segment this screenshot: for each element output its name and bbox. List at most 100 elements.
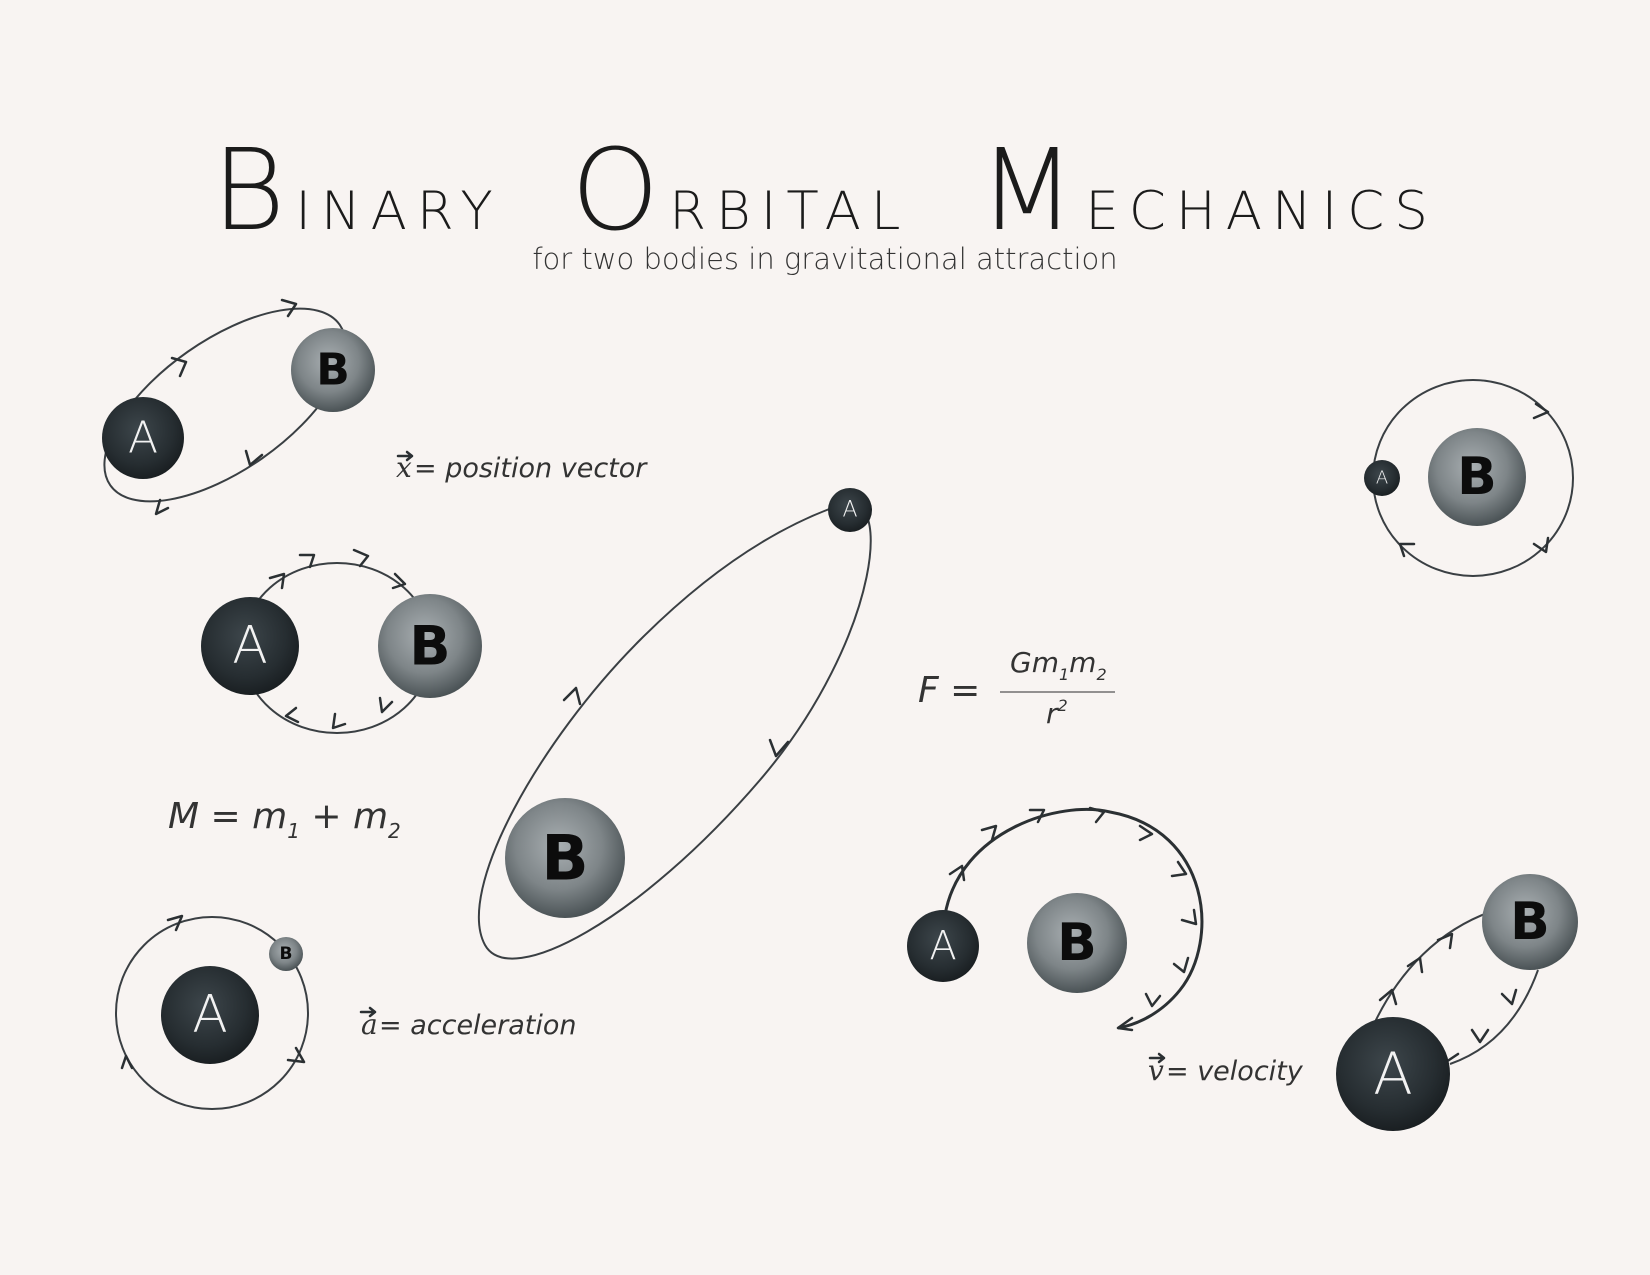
velocity-arrow-icon <box>980 824 998 842</box>
body-a <box>1364 460 1400 496</box>
body-b <box>1027 893 1127 993</box>
svg-text:r2: r2 <box>1046 696 1068 730</box>
orbit-group-small-b: A B <box>115 914 309 1110</box>
orbit-arrow-icon <box>1436 932 1454 950</box>
velocity-arrow-icon <box>948 864 966 882</box>
orbit-arrow-icon <box>170 356 188 378</box>
orbit-arrow-icon <box>1532 402 1550 420</box>
orbit-arrow-icon <box>286 1046 306 1064</box>
orbit-arrow-icon <box>120 1054 134 1070</box>
orbit-arrow-icon <box>166 914 184 932</box>
velocity-arrow-icon <box>1116 1016 1134 1032</box>
body-b-label: B <box>280 944 293 964</box>
orbit-arrow-icon <box>1532 536 1550 554</box>
velocity-arrow-icon <box>1180 908 1198 926</box>
orbit-arrow-icon <box>562 686 582 706</box>
acceleration-label: a = acceleration <box>359 1006 577 1041</box>
page-title: Binary Orbital Mechanics <box>212 126 1438 256</box>
orbit-arrow-icon <box>280 298 298 318</box>
body-a <box>102 397 184 479</box>
orbit-arrow-icon <box>378 696 394 714</box>
orbit-group-small-a: B A <box>1364 379 1574 577</box>
body-a-label: A <box>192 985 228 1045</box>
velocity-arrow-icon <box>1138 824 1154 842</box>
velocity-arrow-icon <box>1172 956 1190 974</box>
body-b-label: B <box>316 345 350 396</box>
svg-text:M = m1 + m2: M = m1 + m2 <box>168 796 401 843</box>
body-a-label: A <box>842 498 857 523</box>
body-b <box>291 328 375 412</box>
orbit-group-eccentric: B A <box>477 488 872 960</box>
vector-arrow-icon <box>396 450 414 462</box>
velocity-label: v = velocity <box>1148 1052 1304 1087</box>
vector-arrow-icon <box>359 1006 377 1018</box>
velocity-arrow-icon <box>1170 860 1188 878</box>
body-a-label: A <box>232 616 268 676</box>
orbit-path <box>1449 969 1539 1065</box>
body-a-label: A <box>1376 468 1388 489</box>
orbit-arrow-icon <box>268 572 286 590</box>
orbit-arrow-icon <box>1378 988 1398 1006</box>
position-vector-label: x = position vector <box>396 450 648 484</box>
orbit-arrow-icon <box>1470 1028 1490 1044</box>
body-b-label: B <box>541 822 588 895</box>
svg-text:Gm1m2: Gm1m2 <box>1010 646 1107 684</box>
orbit-arrow-icon <box>284 706 300 724</box>
mass-plus: + m <box>300 796 388 837</box>
velocity-arrow-icon <box>1028 808 1046 824</box>
force-lhs: F = <box>918 670 980 711</box>
position-symbol: x <box>396 451 412 484</box>
orbit-path <box>103 307 347 503</box>
gravitational-force-equation: F = Gm1m2 r2 <box>918 646 1115 730</box>
mass-sub1: 1 <box>287 819 300 843</box>
orbit-arrow-icon <box>1406 956 1424 974</box>
orbit-group-velocity-arc: A B <box>907 806 1204 1032</box>
acceleration-symbol: a <box>361 1008 378 1041</box>
orbit-arrow-icon <box>391 572 407 590</box>
vector-arrow-icon <box>1148 1052 1166 1064</box>
velocity-symbol: v <box>1148 1054 1164 1087</box>
force-den-sup: 2 <box>1058 696 1068 715</box>
mass-sub2: 2 <box>388 819 401 843</box>
body-b <box>505 798 625 918</box>
orbit-arrow-icon <box>154 498 170 516</box>
page-subtitle: for two bodies in gravitational attracti… <box>532 242 1118 276</box>
position-text: = position vector <box>414 453 648 484</box>
mass-lhs: M = m <box>168 796 287 837</box>
orbit-arrow-icon <box>1500 988 1518 1006</box>
orbit-arrow-icon <box>298 553 316 569</box>
orbit-group-equal-mass: A B <box>201 548 482 734</box>
orbit-arrow-icon <box>331 712 347 730</box>
orbit-group-elliptical-small: A B <box>102 298 375 516</box>
body-a <box>907 910 979 982</box>
acceleration-text: = acceleration <box>379 1010 577 1041</box>
body-a <box>1336 1017 1450 1131</box>
body-b-label: B <box>1057 913 1097 973</box>
body-a-label: A <box>1373 1040 1413 1108</box>
orbit-path <box>477 501 872 960</box>
body-b <box>1428 428 1526 526</box>
velocity-text: = velocity <box>1166 1056 1304 1087</box>
orbit-path <box>1374 911 1491 1023</box>
orbit-arrow-icon <box>768 738 790 758</box>
velocity-path <box>943 807 1204 1030</box>
force-num-sub1: 1 <box>1059 665 1069 684</box>
orbit-arrow-icon <box>1398 542 1416 558</box>
body-b <box>1482 874 1578 970</box>
body-b-label: B <box>1457 447 1497 507</box>
force-num-sub2: 2 <box>1096 665 1106 684</box>
body-a-label: A <box>128 413 158 464</box>
total-mass-equation: M = m1 + m2 <box>168 796 401 843</box>
body-b <box>378 594 482 698</box>
force-num-m: m <box>1069 646 1096 679</box>
body-b-label: B <box>1510 892 1550 952</box>
body-b <box>269 937 303 971</box>
force-num-g: Gm <box>1010 646 1059 679</box>
velocity-arrow-icon <box>1088 806 1106 824</box>
orbit-path <box>115 916 309 1110</box>
body-a <box>828 488 872 532</box>
body-a-label: A <box>929 923 956 969</box>
orbit-arrow-icon <box>244 449 264 467</box>
body-a <box>201 597 299 695</box>
